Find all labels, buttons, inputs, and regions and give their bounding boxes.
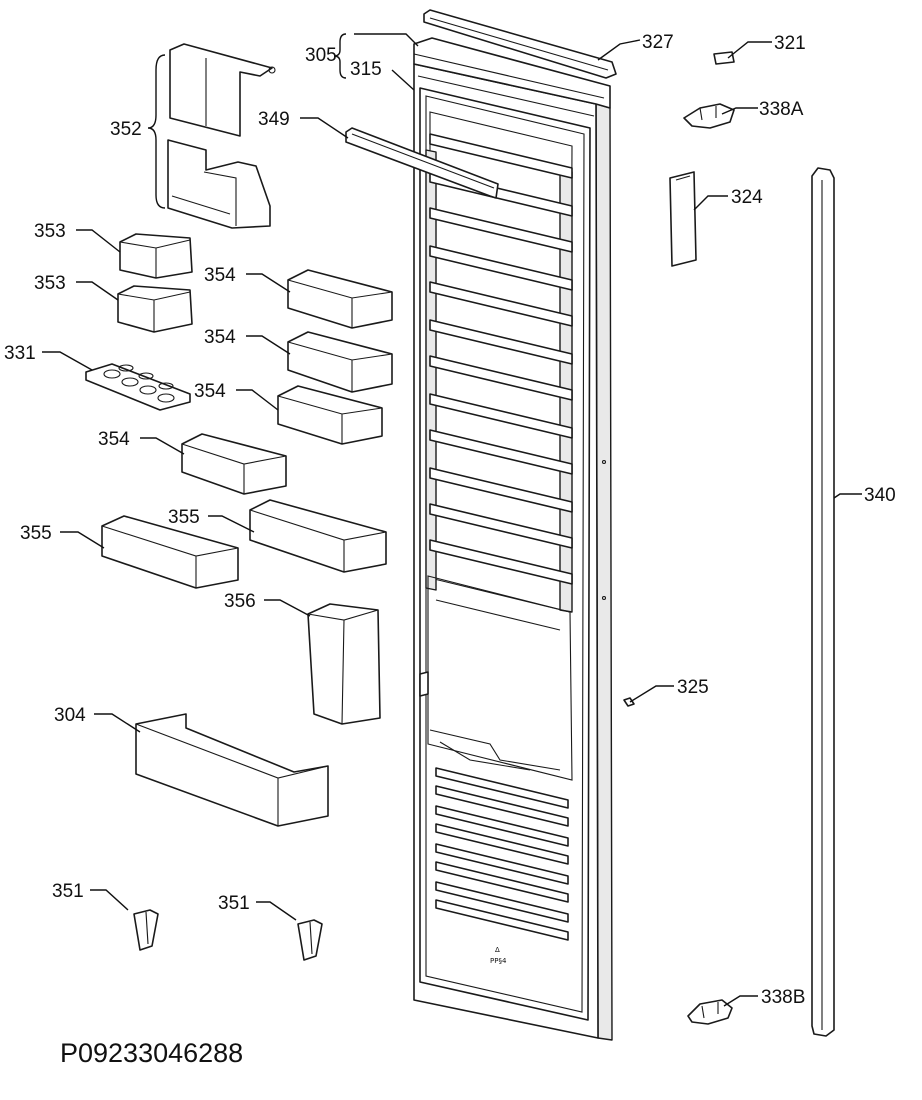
egg-tray-331 xyxy=(85,363,191,411)
screw-325 xyxy=(623,697,635,707)
label-321: 321 xyxy=(774,33,806,54)
label-338a: 338A xyxy=(759,99,804,120)
label-352: 352 xyxy=(110,119,142,140)
label-349: 349 xyxy=(258,109,290,130)
document-code: P09233046288 xyxy=(60,1038,243,1068)
tray-354d xyxy=(181,433,287,495)
label-353-upper: 353 xyxy=(34,221,66,242)
clip-351a xyxy=(133,909,159,951)
label-354-second: 354 xyxy=(204,327,236,348)
long-tray-355a xyxy=(249,499,387,573)
label-355-right: 355 xyxy=(168,507,200,528)
left-post xyxy=(425,149,437,591)
door-assembly: Δ PP§4 xyxy=(413,37,613,1041)
label-354-fourth: 354 xyxy=(98,429,130,450)
door-top-cap xyxy=(413,37,611,109)
tray-354c xyxy=(277,385,383,445)
long-tray-355b xyxy=(101,515,239,589)
tray-354a xyxy=(287,269,393,329)
door-latch xyxy=(419,671,429,697)
label-340: 340 xyxy=(864,485,896,506)
stopper-321 xyxy=(713,51,735,65)
hinge-338a xyxy=(683,103,735,129)
clip-351b xyxy=(297,919,323,961)
label-305: 305 xyxy=(305,45,337,66)
cover-324 xyxy=(669,171,697,267)
tray-354b xyxy=(287,331,393,393)
label-351-right: 351 xyxy=(218,893,250,914)
handle-bar-349 xyxy=(345,127,499,199)
door-mark-symbol: Δ xyxy=(495,946,500,954)
label-356: 356 xyxy=(224,591,256,612)
part-labels: 305 315 327 321 338A 349 352 324 353 353… xyxy=(4,32,896,1008)
label-355-left: 355 xyxy=(20,523,52,544)
label-353-lower: 353 xyxy=(34,273,66,294)
shelf-ribs xyxy=(429,133,573,585)
bottle-holder-356 xyxy=(307,603,381,725)
gasket-340 xyxy=(811,167,835,1037)
leader-lines xyxy=(42,33,862,1007)
label-354-third: 354 xyxy=(194,381,226,402)
door-mark-text: PP§4 xyxy=(490,957,507,965)
small-box-353a xyxy=(119,233,193,279)
label-331: 331 xyxy=(4,343,36,364)
hinge-338b xyxy=(687,999,733,1025)
label-315: 315 xyxy=(350,59,382,80)
label-338b: 338B xyxy=(761,987,805,1008)
label-354-first: 354 xyxy=(204,265,236,286)
label-351-left: 351 xyxy=(52,881,84,902)
butter-compartment-352 xyxy=(167,43,276,229)
label-324: 324 xyxy=(731,187,763,208)
label-325: 325 xyxy=(677,677,709,698)
door-bin-304 xyxy=(135,713,329,827)
lower-ribs xyxy=(435,767,569,941)
label-304: 304 xyxy=(54,705,86,726)
small-box-353b xyxy=(117,285,193,333)
label-327: 327 xyxy=(642,32,674,53)
